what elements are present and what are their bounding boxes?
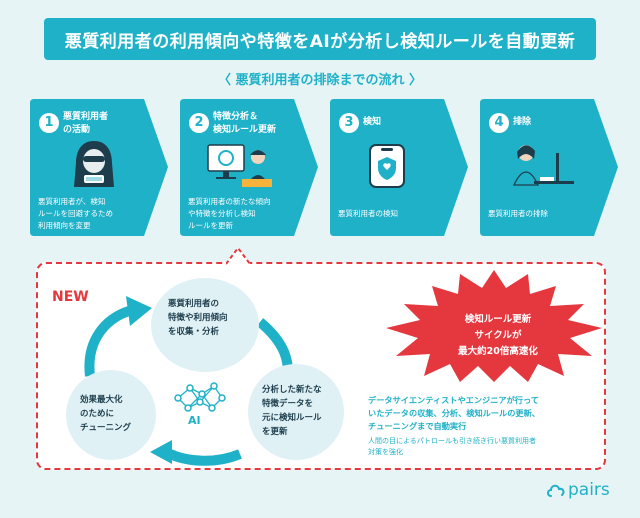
step-title: 悪質利用者の活動 (63, 112, 109, 135)
step-description: 悪質利用者の排除 (488, 209, 548, 218)
cycle-node-update-text: 分析した新たな特徴データを元に検知ルールを更新 (262, 385, 322, 437)
step-4: 4 排除 悪質利用者の排除 (480, 99, 618, 236)
phone-shield-icon (369, 144, 405, 188)
cycle-node-collect-text: 悪質利用者の特徴や利用傾向を収集・分析 (168, 299, 228, 337)
callout-notch (226, 247, 250, 265)
step-description: 悪質利用者が、検知ルールを回避するため利用傾向を変更 (38, 197, 113, 230)
ai-label: AI (188, 414, 201, 427)
flow-subtitle: 〈 悪質利用者の排除までの流れ 〉 (217, 73, 423, 88)
patrol-note: 人間の目によるパトロールも引き続き行い悪質利用者対策を強化 (368, 437, 536, 456)
ai-network-icon (174, 382, 226, 412)
new-label: NEW (52, 289, 89, 305)
step-number: 3 (339, 113, 359, 133)
cycle-node-tuning (66, 370, 156, 460)
step-number: 2 (189, 113, 209, 133)
step-title: 排除 (513, 117, 532, 127)
step-3: 3 検知 悪質利用者の検知 (330, 99, 468, 236)
step-arrow-shape (480, 99, 618, 236)
main-title: 悪質利用者の利用傾向や特徴をAIが分析し検知ルールを自動更新 (64, 31, 576, 52)
hooded-hacker-icon (74, 141, 114, 187)
logo-text: pairs (568, 480, 610, 500)
step-number: 4 (489, 113, 509, 133)
main-title-banner: 悪質利用者の利用傾向や特徴をAIが分析し検知ルールを自動更新 (44, 18, 596, 60)
step-title: 特徴分析＆検知ルール更新 (213, 112, 277, 135)
step-title: 検知 (363, 117, 382, 127)
step-description: 悪質利用者の新たな傾向や特徴を分析し検知ルールを更新 (188, 197, 271, 230)
step-1: 1 悪質利用者の活動 悪質利用者が、検知ルールを回避するため利用傾向を変更 (30, 99, 168, 236)
cycle-node-collect (151, 278, 259, 372)
cycle-node-tuning-text: 効果最大化のためにチューニング (80, 395, 132, 433)
operator-desk-icon (513, 145, 574, 186)
analyst-monitor-icon (207, 144, 272, 187)
automation-description: データサイエンティストやエンジニアが行っていたデータの収集、分析、検知ルールの更… (368, 395, 540, 431)
cloud-icon (547, 484, 565, 497)
speedup-burst (386, 270, 602, 382)
cycle-node-update (248, 364, 344, 460)
step-2: 2 特徴分析＆検知ルール更新 悪質利用者の新たな傾向や特徴を分析し検知ルールを更… (180, 99, 318, 236)
pairs-logo: pairs (546, 480, 610, 500)
step-description: 悪質利用者の検知 (338, 209, 398, 218)
speedup-text: 検知ルール更新サイクルが最大約20倍高速化 (458, 314, 538, 357)
step-number: 1 (39, 113, 59, 133)
step-arrow-shape (180, 99, 318, 236)
